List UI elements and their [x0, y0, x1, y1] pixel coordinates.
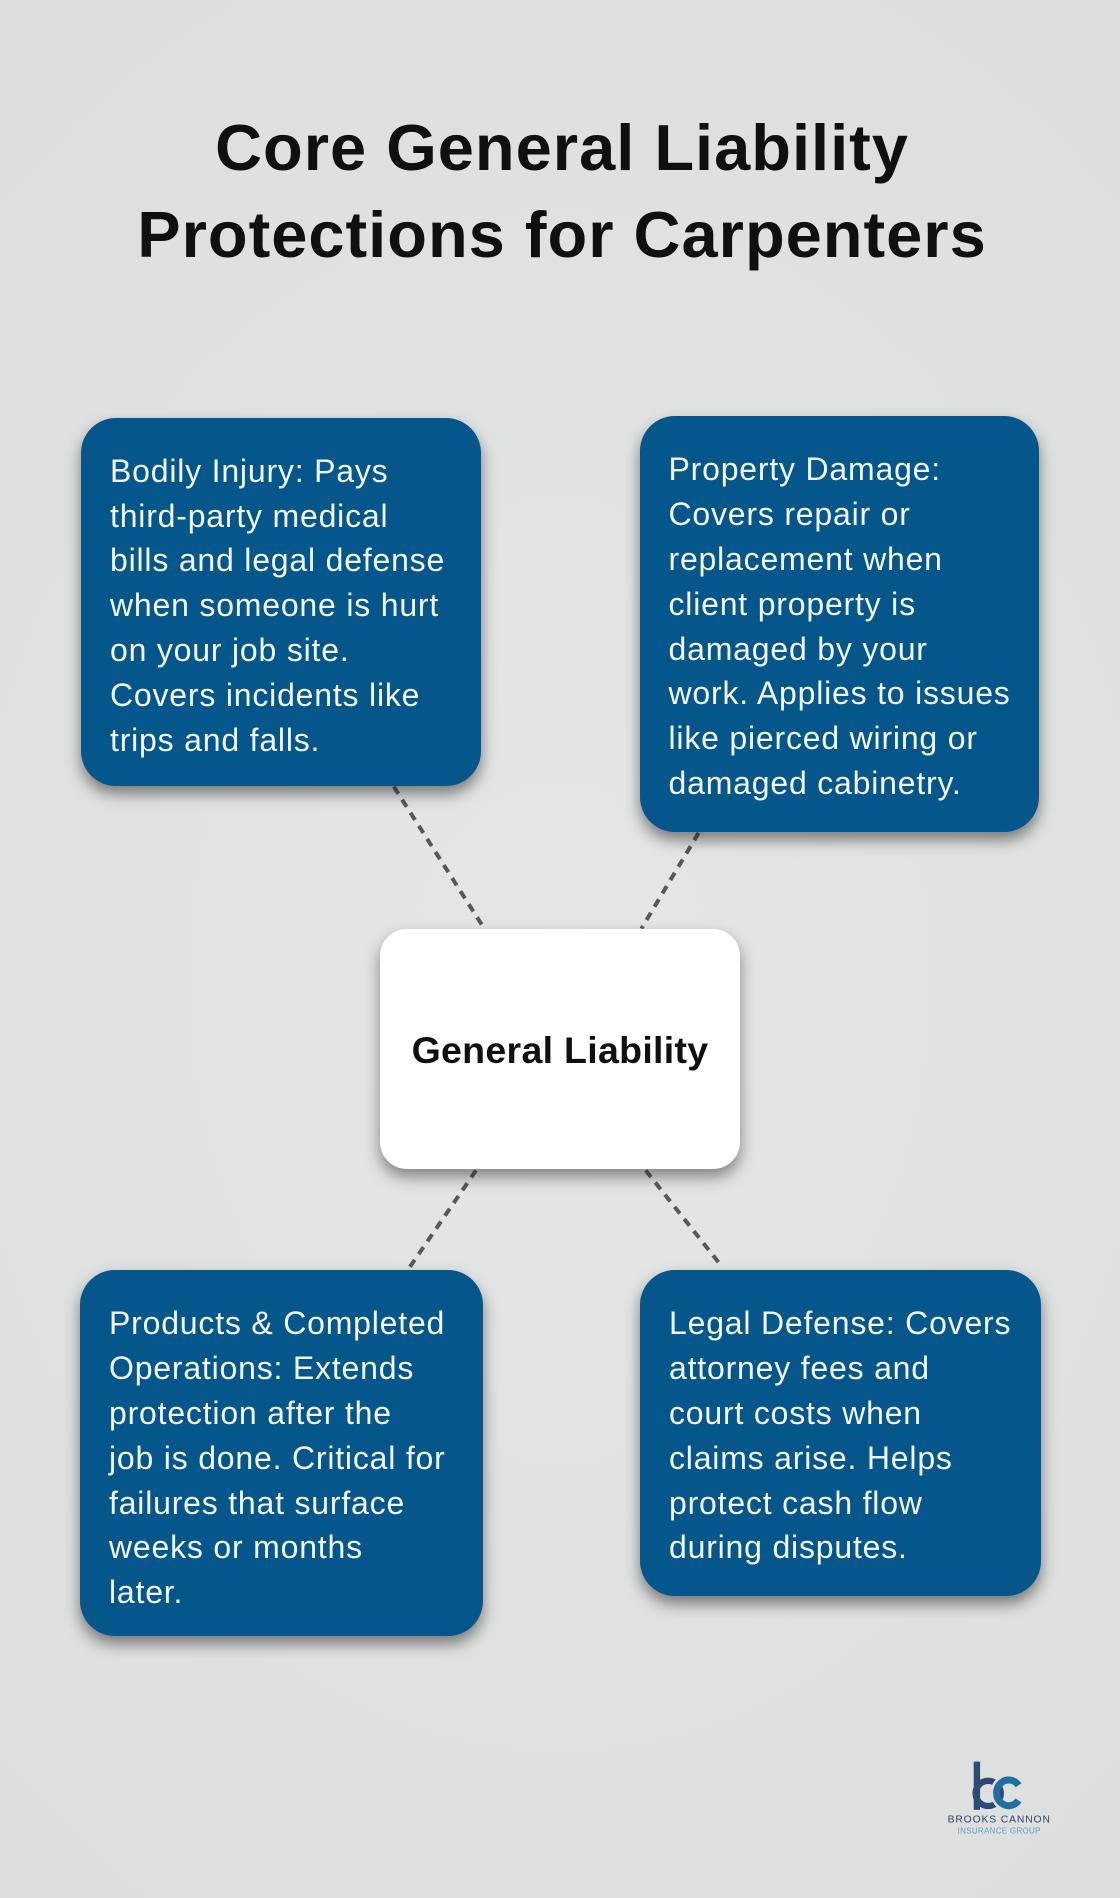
svg-text:INSURANCE GROUP: INSURANCE GROUP — [958, 1827, 1041, 1836]
svg-text:BROOKS CANNON: BROOKS CANNON — [948, 1815, 1051, 1826]
